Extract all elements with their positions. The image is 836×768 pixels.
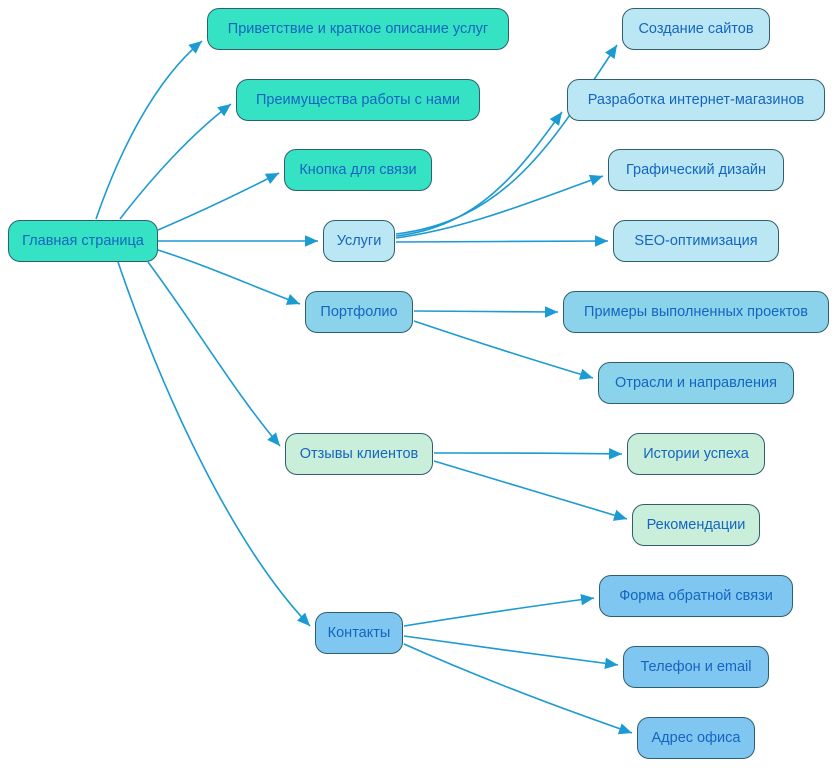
node-feedback-form: Форма обратной связи xyxy=(599,575,793,617)
node-services: Услуги xyxy=(323,220,395,262)
node-recommendations: Рекомендации xyxy=(632,504,760,546)
edge-root-portfolio xyxy=(157,249,301,305)
node-reviews: Отзывы клиентов xyxy=(285,433,433,475)
node-greeting: Приветствие и краткое описание услуг xyxy=(207,8,509,50)
edge-services-graphic-design xyxy=(395,174,604,239)
edge-portfolio-industries xyxy=(413,320,594,380)
node-site-creation: Создание сайтов xyxy=(622,8,770,50)
edge-services-seo xyxy=(395,235,609,247)
edge-reviews-recommendations xyxy=(433,460,628,521)
edge-root-contact-button xyxy=(157,172,280,231)
node-office-address: Адрес офиса xyxy=(637,717,755,759)
node-graphic-design: Графический дизайн xyxy=(608,149,784,191)
node-phone-email: Телефон и email xyxy=(623,646,769,688)
node-contact-button: Кнопка для связи xyxy=(284,149,432,191)
edge-reviews-success-stories xyxy=(433,448,623,460)
node-main-page: Главная страница xyxy=(8,220,158,262)
node-portfolio: Портфолио xyxy=(305,291,413,333)
node-contacts: Контакты xyxy=(315,612,403,654)
edge-root-reviews xyxy=(147,261,281,447)
node-advantages: Преимущества работы с нами xyxy=(236,79,480,121)
edge-root-advantages xyxy=(119,103,232,220)
node-ecommerce: Разработка интернет-магазинов xyxy=(567,79,825,121)
edge-contacts-feedback-form xyxy=(403,593,595,627)
node-seo: SEO-оптимизация xyxy=(613,220,779,262)
node-success-stories: Истории успеха xyxy=(627,433,765,475)
edge-services-ecommerce xyxy=(395,111,563,237)
edge-portfolio-project-examples xyxy=(413,306,559,318)
node-project-examples: Примеры выполненных проектов xyxy=(563,291,829,333)
node-industries: Отрасли и направления xyxy=(598,362,794,404)
edge-services-site-creation xyxy=(395,44,618,235)
edge-contacts-phone-email xyxy=(403,635,619,670)
edge-root-contacts xyxy=(117,261,311,627)
edge-contacts-office-address xyxy=(403,643,633,735)
edge-root-greeting xyxy=(95,40,203,220)
